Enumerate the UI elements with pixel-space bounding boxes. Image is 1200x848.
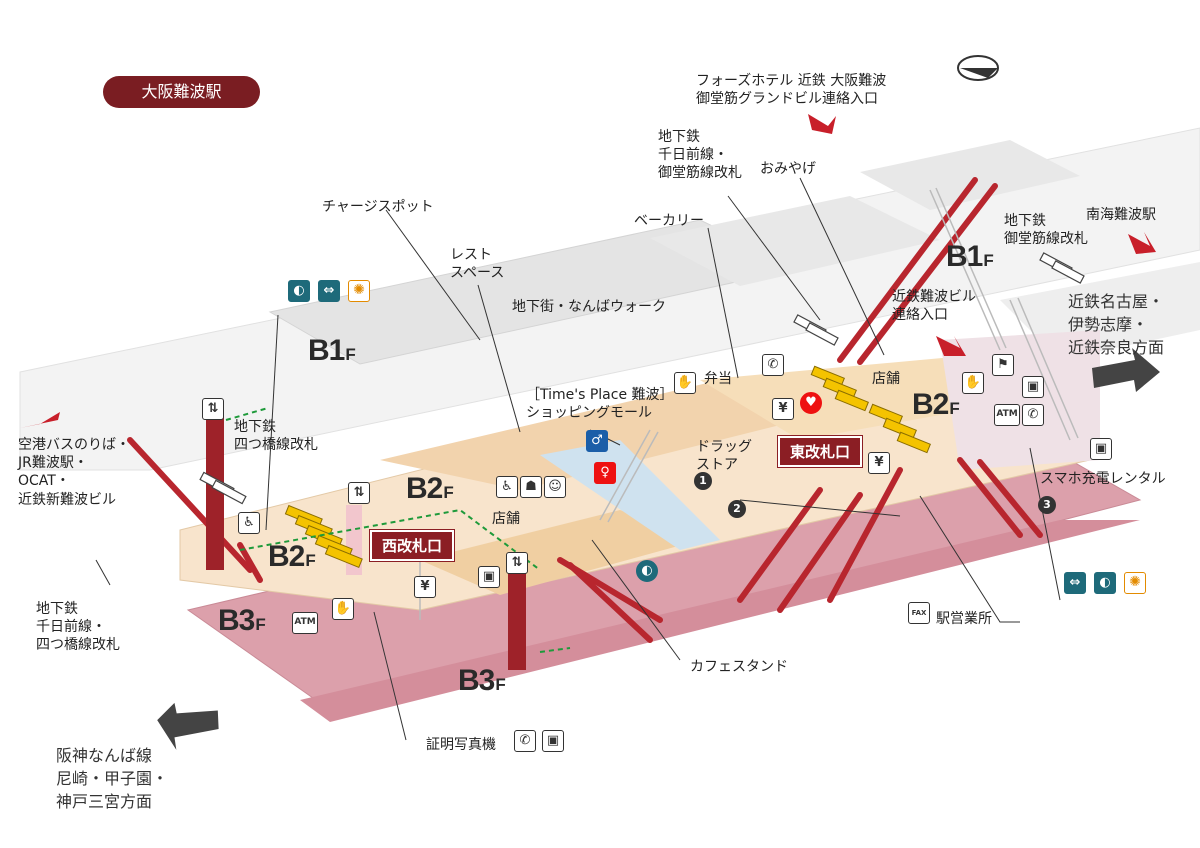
- coin-locker-icon: ◐: [636, 560, 658, 582]
- label-bento: 弁当: [704, 371, 732, 387]
- label-hotel-entrance: フォーズホテル 近鉄 大阪難波 御堂筋グランドビル連絡入口: [696, 73, 887, 108]
- telephone-icon: ✆: [1022, 404, 1044, 426]
- b1-floor-plane: [19, 127, 1200, 471]
- marker-2: 2: [728, 500, 746, 518]
- floor-label-b2-right: B2F: [912, 388, 960, 421]
- compass-icon: [957, 55, 999, 81]
- atm-icon: ATM: [292, 612, 318, 634]
- heart-icon: ♥: [800, 392, 822, 414]
- atm-icon: ATM: [994, 404, 1020, 426]
- label-kintetsu-building: 近鉄難波ビル 連絡入口: [892, 289, 976, 324]
- photo-booth-icon: ▣: [542, 730, 564, 752]
- east-gate-label: 東改札口: [778, 436, 863, 467]
- floor-label-b2-center: B2F: [406, 472, 454, 505]
- elevator-shafts: [206, 410, 526, 670]
- nursing-room-icon: ✋: [332, 598, 354, 620]
- label-airport-bus: 空港バスのりば・ JR難波駅・ OCAT・ 近鉄新難波ビル: [18, 437, 130, 508]
- destination-hanshin: 阪神なんば線 尼崎・甲子園・ 神戸三宮方面: [56, 746, 169, 812]
- label-phone-rental: スマホ充電レンタル: [1040, 471, 1166, 487]
- yen-icon: ¥: [772, 398, 794, 420]
- mens-toilet-icon: ♂: [586, 430, 608, 452]
- label-photo-booth: 証明写真機: [426, 737, 496, 753]
- charge-spot-icon: ✺: [348, 280, 370, 302]
- station-title: 大阪難波駅: [103, 76, 260, 108]
- charge-spot-icon: ✺: [1124, 572, 1146, 594]
- photo-booth-icon: ▣: [478, 566, 500, 588]
- exchange-icon: ⇔: [1064, 572, 1086, 594]
- label-nankai: 南海難波駅: [1086, 207, 1156, 223]
- escalators: [127, 177, 1043, 643]
- baby-room-icon: ☺: [544, 476, 566, 498]
- marker-3: 3: [1038, 496, 1056, 514]
- floor-label-b2-left: B2F: [268, 540, 316, 573]
- yen-icon: ¥: [414, 576, 436, 598]
- floor-label-b3-left: B3F: [218, 604, 266, 637]
- label-station-office: 駅営業所: [936, 611, 992, 627]
- exchange-icon: ⇔: [318, 280, 340, 302]
- label-midosuji-gate-right: 地下鉄 御堂筋線改札: [1004, 213, 1088, 248]
- label-yotsubashi-gate: 地下鉄 四つ橋線改札: [234, 419, 318, 454]
- label-bakery: ベーカリー: [634, 213, 704, 229]
- leader-lines: [95, 177, 1061, 741]
- coin-locker-icon: ◐: [1094, 572, 1116, 594]
- yen-icon: ¥: [868, 452, 890, 474]
- flag-icon: ⚑: [992, 354, 1014, 376]
- photo-booth-icon: ▣: [1090, 438, 1112, 460]
- label-rest-space: レスト スペース: [450, 247, 505, 282]
- transfer-paths: [225, 407, 571, 653]
- east-ticket-gates: [810, 365, 931, 454]
- nursing-room-icon: ✋: [962, 372, 984, 394]
- elevator-icon: ⇅: [506, 552, 528, 574]
- elevator-icon: ⇅: [348, 482, 370, 504]
- label-shop-right: 店舗: [872, 371, 900, 387]
- label-namba-walk: 地下街・なんばウォーク: [512, 299, 666, 315]
- floor-label-b3-center: B3F: [458, 664, 506, 697]
- accessible-icon: ♿: [238, 512, 260, 534]
- coin-locker-icon: ◐: [288, 280, 310, 302]
- telephone-icon: ✆: [514, 730, 536, 752]
- other-ticket-gates: [199, 252, 1085, 505]
- floor-label-b1-right: B1F: [946, 240, 994, 273]
- direction-arrows: [20, 114, 1160, 750]
- label-charge-spot: チャージスポット: [322, 199, 434, 215]
- nursing-room-icon: ✋: [674, 372, 696, 394]
- label-sennichimae-gate: 地下鉄 千日前線・ 四つ橋線改札: [36, 601, 120, 654]
- label-omiyage: おみやげ: [760, 161, 816, 177]
- elevator-icon: ⇅: [202, 398, 224, 420]
- telephone-icon: ✆: [762, 354, 784, 376]
- floor-label-b1-left: B1F: [308, 334, 356, 367]
- label-shop-center: 店舗: [492, 511, 520, 527]
- destination-kintetsu: 近鉄名古屋・ 伊勢志摩・ 近鉄奈良方面: [1068, 292, 1165, 358]
- womens-toilet-icon: ♀: [594, 462, 616, 484]
- west-gate-label: 西改札口: [370, 530, 455, 561]
- photo-booth-icon: ▣: [1022, 376, 1044, 398]
- ostomate-icon: ☗: [520, 476, 542, 498]
- fax-icon: FAX: [908, 602, 930, 624]
- label-times-place: ［Time's Place 難波］ ショッピングモール: [526, 387, 674, 422]
- west-ticket-gates: [284, 504, 363, 569]
- label-midosuji-gate-top: 地下鉄 千日前線・ 御堂筋線改札: [658, 129, 742, 182]
- marker-1: 1: [694, 472, 712, 490]
- label-drugstore: ドラッグ ストア: [696, 439, 752, 474]
- accessible-toilet-icon: ♿: [496, 476, 518, 498]
- label-cafe-stand: カフェスタンド: [690, 659, 788, 675]
